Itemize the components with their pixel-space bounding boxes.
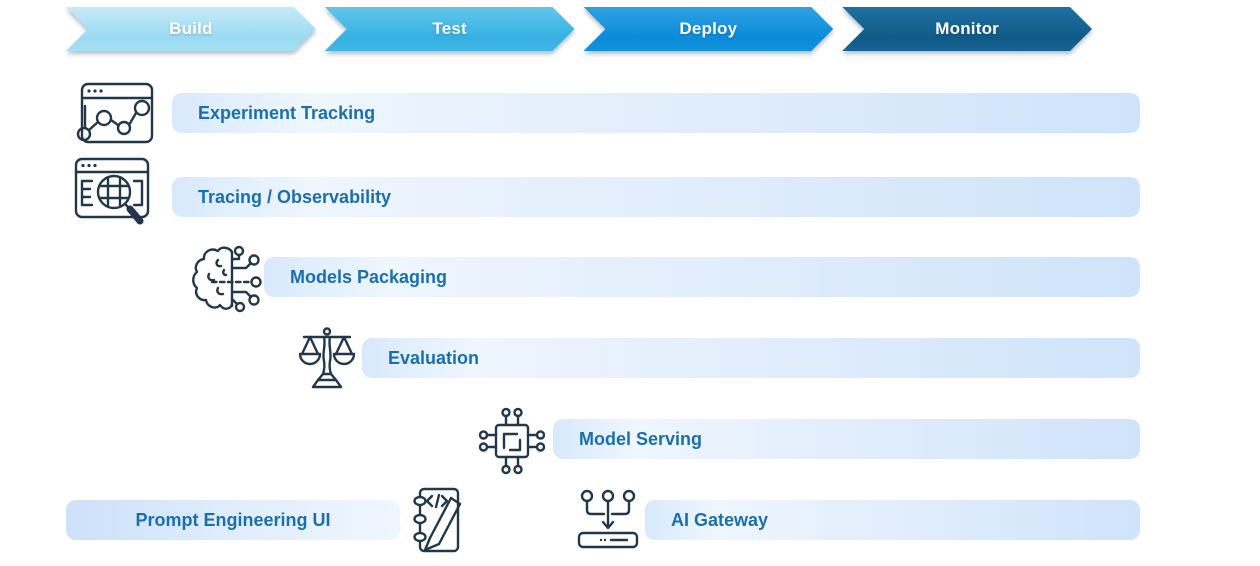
notebook-code-pencil-icon <box>404 485 468 557</box>
pipeline-stages: Build Test Deploy Monitor <box>66 7 1092 51</box>
stage-label: Monitor <box>935 19 999 38</box>
feature-label: Tracing / Observability <box>198 186 392 207</box>
pipeline-stage-build: Build <box>66 7 316 51</box>
stage-label: Test <box>432 19 467 38</box>
stage-label: Build <box>169 19 213 38</box>
feature-bar-ai-gateway: AI Gateway <box>645 500 1140 540</box>
feature-label: Experiment Tracking <box>198 102 376 123</box>
feature-bar-models-packaging: Models Packaging <box>264 257 1140 297</box>
feature-label: Models Packaging <box>290 266 448 287</box>
feature-bar-prompt-engineering-ui: Prompt Engineering UI <box>66 500 400 540</box>
pipeline-stage-monitor: Monitor <box>842 7 1092 51</box>
stage-test-wrap: Test <box>325 7 575 51</box>
pipeline-stage-test: Test <box>325 7 575 51</box>
browser-line-chart-icon <box>72 82 156 146</box>
feature-label: Model Serving <box>579 428 703 449</box>
feature-label: Prompt Engineering UI <box>135 509 331 530</box>
balance-scale-icon <box>294 327 360 393</box>
stage-label: Deploy <box>679 19 738 38</box>
brain-circuit-icon <box>188 244 266 316</box>
stage-build-wrap: Build <box>66 7 316 51</box>
gateway-merge-icon <box>574 487 642 553</box>
browser-magnifier-icon <box>70 157 160 233</box>
feature-bar-evaluation: Evaluation <box>362 338 1140 378</box>
feature-bar-experiment-tracking: Experiment Tracking <box>172 93 1140 133</box>
feature-label: AI Gateway <box>671 509 769 530</box>
feature-bar-tracing-observability: Tracing / Observability <box>172 177 1140 217</box>
stage-monitor-wrap: Monitor <box>842 7 1092 51</box>
stage-deploy-wrap: Deploy <box>584 7 834 51</box>
pipeline-stage-deploy: Deploy <box>584 7 834 51</box>
feature-label: Evaluation <box>388 347 480 368</box>
cpu-chip-icon <box>475 406 549 476</box>
feature-bar-model-serving: Model Serving <box>553 419 1140 459</box>
